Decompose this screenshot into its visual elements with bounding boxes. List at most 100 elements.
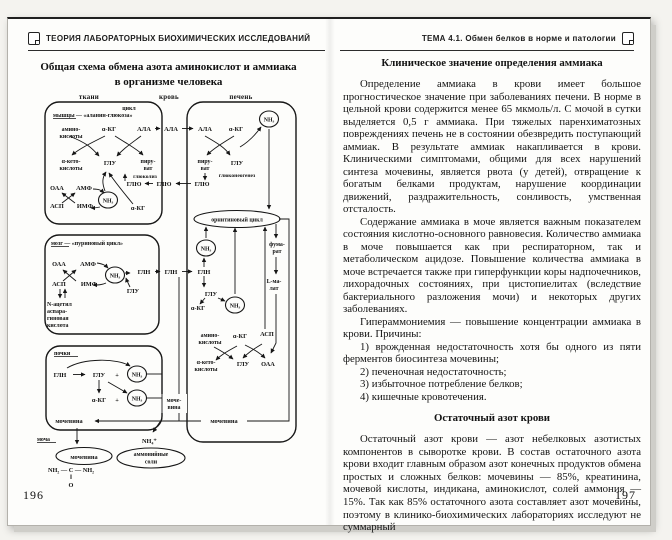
svg-text:L-ма-: L-ма- bbox=[267, 279, 282, 285]
svg-text:ГЛУ: ГЛУ bbox=[93, 372, 106, 379]
liver-box bbox=[186, 101, 297, 443]
svg-text:рат: рат bbox=[273, 249, 282, 255]
paragraph: Определение аммиака в крови имеет большо… bbox=[343, 78, 641, 216]
svg-text:гиновая: гиновая bbox=[47, 316, 69, 322]
svg-text:ГЛН: ГЛН bbox=[198, 269, 211, 276]
label-gluconeogenesis: глюконеогенез bbox=[219, 173, 256, 179]
liver-urea-label: мочевина bbox=[210, 418, 238, 425]
svg-text:вина: вина bbox=[168, 405, 181, 411]
svg-text:NH₃: NH₃ bbox=[110, 274, 121, 280]
paragraph: Содержание аммиака в моче является важны… bbox=[343, 215, 641, 316]
blood-ala: АЛА bbox=[164, 126, 178, 133]
urine-group: моча мочевина NH₄⁺ аммонийные соли NH₂ —… bbox=[37, 437, 186, 489]
nh3-circle-liver-left bbox=[195, 239, 217, 257]
svg-text:амино-: амино- bbox=[201, 333, 220, 339]
svg-text:ГЛУ: ГЛУ bbox=[127, 288, 140, 295]
svg-text:ОАА: ОАА bbox=[261, 361, 275, 368]
chapter-icon bbox=[28, 32, 40, 45]
svg-text:ОАА: ОАА bbox=[52, 261, 66, 268]
svg-text:АЛА: АЛА bbox=[137, 126, 151, 133]
svg-text:ГЛЮ: ГЛЮ bbox=[195, 181, 210, 188]
label-urine: моча bbox=[37, 437, 50, 443]
svg-text:пиру-: пиру- bbox=[141, 159, 156, 165]
svg-text:АМФ: АМФ bbox=[80, 261, 96, 268]
running-head-right-text: ТЕМА 4.1. Обмен белков в норме и патолог… bbox=[421, 34, 616, 43]
svg-text:α-КГ: α-КГ bbox=[102, 126, 116, 133]
svg-text:ГЛУ: ГЛУ bbox=[237, 361, 250, 368]
svg-text:аммонийные: аммонийные bbox=[134, 451, 169, 458]
kidney-urea-label: мочевина bbox=[55, 418, 83, 425]
svg-text:АСП: АСП bbox=[52, 281, 66, 288]
svg-text:‖: ‖ bbox=[70, 474, 72, 481]
svg-text:+: + bbox=[115, 372, 119, 379]
svg-text:ГЛУ: ГЛУ bbox=[104, 160, 117, 167]
tissues-box bbox=[44, 101, 163, 225]
svg-text:NH₃: NH₃ bbox=[230, 304, 241, 310]
svg-text:NH₃: NH₃ bbox=[103, 199, 114, 205]
liver-group: АЛА α-КГ NH₃ пиру- ват ГЛУ глюконеогенез… bbox=[94, 110, 290, 425]
label-muscles: мышцы — «аланин-глюкоза» bbox=[53, 113, 133, 119]
svg-text:кислоты: кислоты bbox=[59, 166, 82, 172]
label-cycle: цикл bbox=[122, 106, 136, 112]
svg-text:АМФ: АМФ bbox=[76, 185, 92, 192]
section-heading-residual-nitrogen: Остаточный азот крови bbox=[433, 412, 551, 425]
brain-group: мозг — «пуриновый цикл» ОАА АМФ АСП ИМФ … bbox=[47, 240, 150, 329]
blood-glc: ГЛЮ bbox=[157, 181, 172, 188]
svg-text:АСП: АСП bbox=[260, 331, 274, 338]
section-heading-ammonia: Клиническое значение определения аммиака bbox=[381, 57, 603, 69]
svg-text:аспара-: аспара- bbox=[47, 309, 67, 315]
svg-text:АСП: АСП bbox=[50, 203, 64, 210]
blood-gln: ГЛН bbox=[165, 269, 178, 276]
right-page-text: Клиническое значение определения аммиака… bbox=[343, 57, 641, 534]
label-ornithine-cycle: орнитиновый цикл bbox=[211, 217, 263, 224]
page-number-right: 197 bbox=[615, 488, 636, 502]
chapter-icon bbox=[622, 32, 634, 45]
svg-text:NH₃: NH₃ bbox=[132, 373, 143, 379]
svg-text:NH₃: NH₃ bbox=[264, 118, 275, 124]
svg-text:α-КГ: α-КГ bbox=[233, 333, 247, 340]
svg-text:NH₃: NH₃ bbox=[201, 247, 212, 253]
svg-text:соли: соли bbox=[145, 460, 158, 466]
svg-text:пиру-: пиру- bbox=[198, 159, 213, 165]
svg-text:кислота: кислота bbox=[47, 323, 69, 329]
brain-gln: ГЛН bbox=[138, 269, 151, 276]
blood-urea: моче- bbox=[167, 398, 182, 404]
svg-text:кислоты: кислоты bbox=[198, 340, 221, 346]
nh3-circle-tissues bbox=[97, 191, 119, 209]
urea-flow-line bbox=[94, 218, 290, 424]
svg-text:амино-: амино- bbox=[62, 127, 81, 133]
running-head-left: ТЕОРИЯ ЛАБОРАТОРНЫХ БИОХИМИЧЕСКИХ ИССЛЕД… bbox=[28, 32, 325, 51]
label-nh4: NH₄⁺ bbox=[142, 438, 157, 445]
list-item: 3) избыточное потребление белков; bbox=[360, 378, 523, 391]
svg-text:α-кето-: α-кето- bbox=[62, 159, 81, 165]
diagram-title: Общая схема обмена азота аминокислот и а… bbox=[8, 60, 329, 91]
svg-text:α-КГ: α-КГ bbox=[92, 397, 106, 404]
blood-group: АЛА ГЛЮ ГЛН моче- вина bbox=[144, 126, 194, 413]
urea-formula: NH₂ — C — NH₂ bbox=[48, 467, 94, 474]
svg-text:ИМФ: ИМФ bbox=[77, 203, 94, 210]
svg-text:ГЛУ: ГЛУ bbox=[205, 291, 218, 298]
svg-text:NH₃: NH₃ bbox=[132, 397, 143, 403]
svg-text:+: + bbox=[115, 397, 119, 404]
svg-text:мочевина: мочевина bbox=[70, 454, 98, 461]
nitrogen-metabolism-diagram: ткани кровь печень цикл мышцы — «аланин-… bbox=[37, 94, 297, 489]
label-kidneys: почки bbox=[54, 351, 71, 357]
label-glycolysis: глюколиз bbox=[133, 174, 158, 180]
svg-text:O: O bbox=[69, 482, 74, 489]
svg-text:α-кето-: α-кето- bbox=[197, 360, 216, 366]
svg-text:ИМФ: ИМФ bbox=[81, 281, 98, 288]
nh3-circle-brain bbox=[104, 266, 126, 284]
label-naa: N-ацетил bbox=[47, 302, 72, 308]
svg-text:АЛА: АЛА bbox=[198, 126, 212, 133]
column-header-blood: кровь bbox=[159, 94, 179, 101]
page-right: ТЕМА 4.1. Обмен белков в норме и патолог… bbox=[334, 19, 650, 533]
svg-text:ГЛЮ: ГЛЮ bbox=[127, 181, 142, 188]
svg-text:α-КГ: α-КГ bbox=[229, 126, 243, 133]
svg-text:фума-: фума- bbox=[269, 241, 285, 248]
diagram-title-line2: в организме человека bbox=[114, 76, 223, 89]
kidneys-group: почки ГЛН ГЛУ + NH₃ α-КГ + NH₃ мочевина bbox=[54, 351, 163, 445]
page-number-left: 196 bbox=[23, 488, 44, 502]
nh3-circle-liver-mid bbox=[224, 296, 246, 314]
svg-text:ОАА: ОАА bbox=[50, 185, 64, 192]
list-item: 4) кишечные кровотечения. bbox=[360, 390, 487, 403]
